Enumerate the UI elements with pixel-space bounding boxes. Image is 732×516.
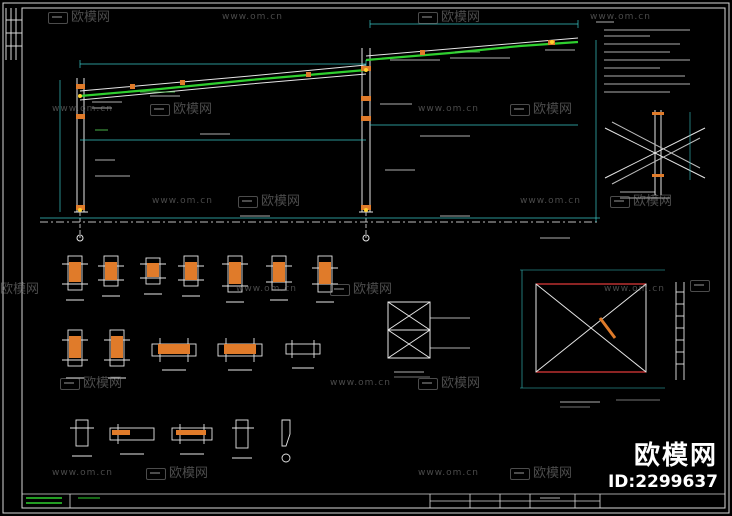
roof-brace-plan [520,269,665,408]
watermark-url: www.om.cn [330,378,391,388]
watermark-url: www.om.cn [236,284,297,294]
watermark-url: www.om.cn [152,196,213,206]
connection-details-row-1 [62,255,338,303]
watermark-url: www.om.cn [418,468,479,478]
watermark-url: www.om.cn [520,196,581,206]
brand-name: 欧模网 [633,441,718,471]
brand-badge: 欧模网 ID:2299637 [608,441,718,493]
ladder-detail [675,282,685,380]
title-block [22,493,725,508]
watermark-url: www.om.cn [222,12,283,22]
connection-details-row-2 [62,329,321,379]
watermark-url: www.om.cn [418,104,479,114]
watermark-url: www.om.cn [590,12,651,22]
brace-node-detail [604,110,706,199]
portal-frame-elevation [40,20,600,242]
watermark-url: www.om.cn [52,468,113,478]
general-notes-block [596,21,690,93]
bracing-elevation [387,301,470,378]
model-id: ID:2299637 [607,472,718,492]
connection-details-row-3 [70,419,291,463]
watermark-url: www.om.cn [52,104,113,114]
watermark-url: www.om.cn [604,284,665,294]
